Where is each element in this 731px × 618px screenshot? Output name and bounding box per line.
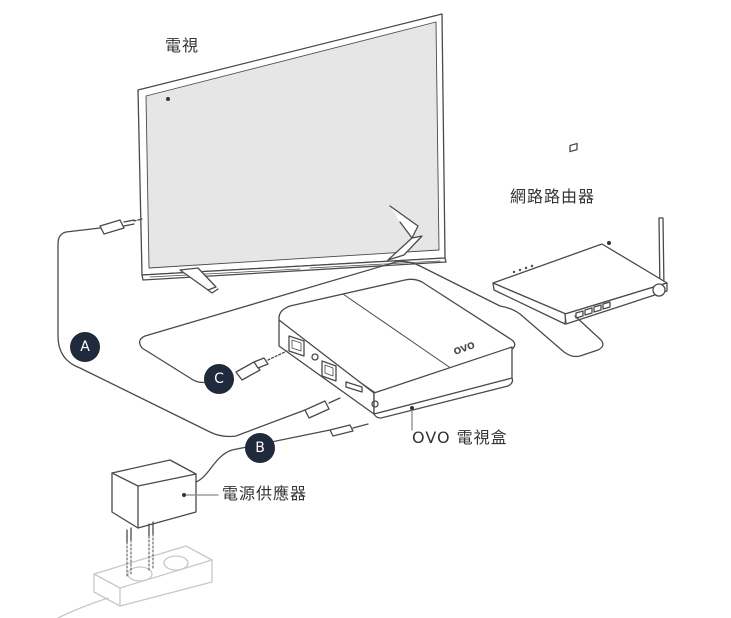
tv-illustration (137, 13, 447, 294)
badge-a: A (70, 332, 100, 362)
badge-b: B (245, 433, 275, 463)
power-adapter-label: 電源供應器 (222, 484, 308, 503)
router-illustration (492, 142, 668, 325)
ovo-box-illustration (278, 278, 516, 419)
badge-c: C (204, 364, 234, 394)
cable-a (57, 218, 341, 438)
router-label: 網路路由器 (510, 187, 596, 206)
cable-c (138, 260, 604, 384)
power-strip-illustration (57, 545, 213, 618)
tv-label: 電視 (165, 36, 200, 55)
power-adapter-illustration (111, 423, 369, 543)
ovo-box-label: OVO 電視盒 (412, 428, 508, 447)
